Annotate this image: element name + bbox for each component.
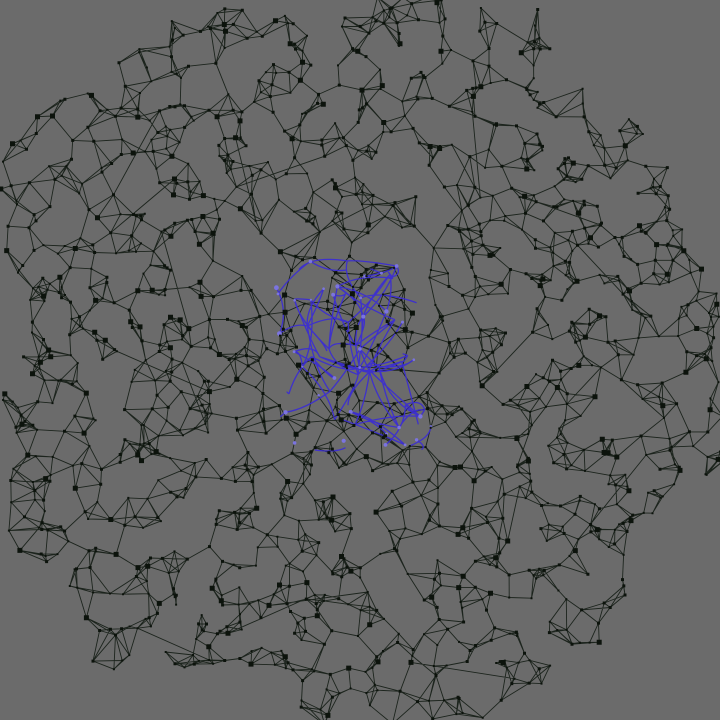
highlighted-node[interactable] bbox=[341, 438, 346, 443]
highlighted-edge-lines bbox=[275, 258, 432, 452]
highlighted-node[interactable] bbox=[418, 414, 423, 419]
highlighted-node[interactable] bbox=[394, 264, 399, 268]
highlighted-node[interactable] bbox=[293, 299, 296, 302]
highlighted-node[interactable] bbox=[383, 443, 388, 447]
highlighted-node[interactable] bbox=[292, 441, 297, 445]
highlighted-node[interactable] bbox=[276, 292, 280, 296]
highlighted-node[interactable] bbox=[348, 409, 353, 414]
highlighted-node[interactable] bbox=[412, 358, 416, 362]
highlighted-node[interactable] bbox=[309, 298, 312, 301]
highlighted-subgraph bbox=[274, 258, 433, 452]
highlighted-node[interactable] bbox=[401, 320, 404, 324]
highlighted-node[interactable] bbox=[331, 292, 335, 297]
highlighted-node[interactable] bbox=[332, 376, 337, 380]
highlighted-node[interactable] bbox=[403, 443, 407, 447]
highlighted-node[interactable] bbox=[358, 366, 362, 369]
highlighted-node[interactable] bbox=[414, 438, 419, 442]
highlighted-node[interactable] bbox=[292, 350, 296, 354]
highlighted-node[interactable] bbox=[379, 271, 383, 275]
highlighted-node[interactable] bbox=[335, 284, 340, 289]
highlighted-node[interactable] bbox=[359, 296, 362, 300]
highlighted-node[interactable] bbox=[358, 347, 362, 351]
highlighted-node[interactable] bbox=[397, 425, 401, 430]
highlighted-node[interactable] bbox=[308, 259, 313, 264]
highlighted-node[interactable] bbox=[317, 394, 320, 397]
highlighted-node[interactable] bbox=[384, 309, 389, 314]
highlighted-node[interactable] bbox=[322, 287, 325, 291]
highlighted-node[interactable] bbox=[301, 365, 304, 368]
highlighted-node[interactable] bbox=[283, 410, 288, 415]
highlighted-node[interactable] bbox=[361, 314, 366, 319]
highlighted-node[interactable] bbox=[274, 285, 279, 291]
